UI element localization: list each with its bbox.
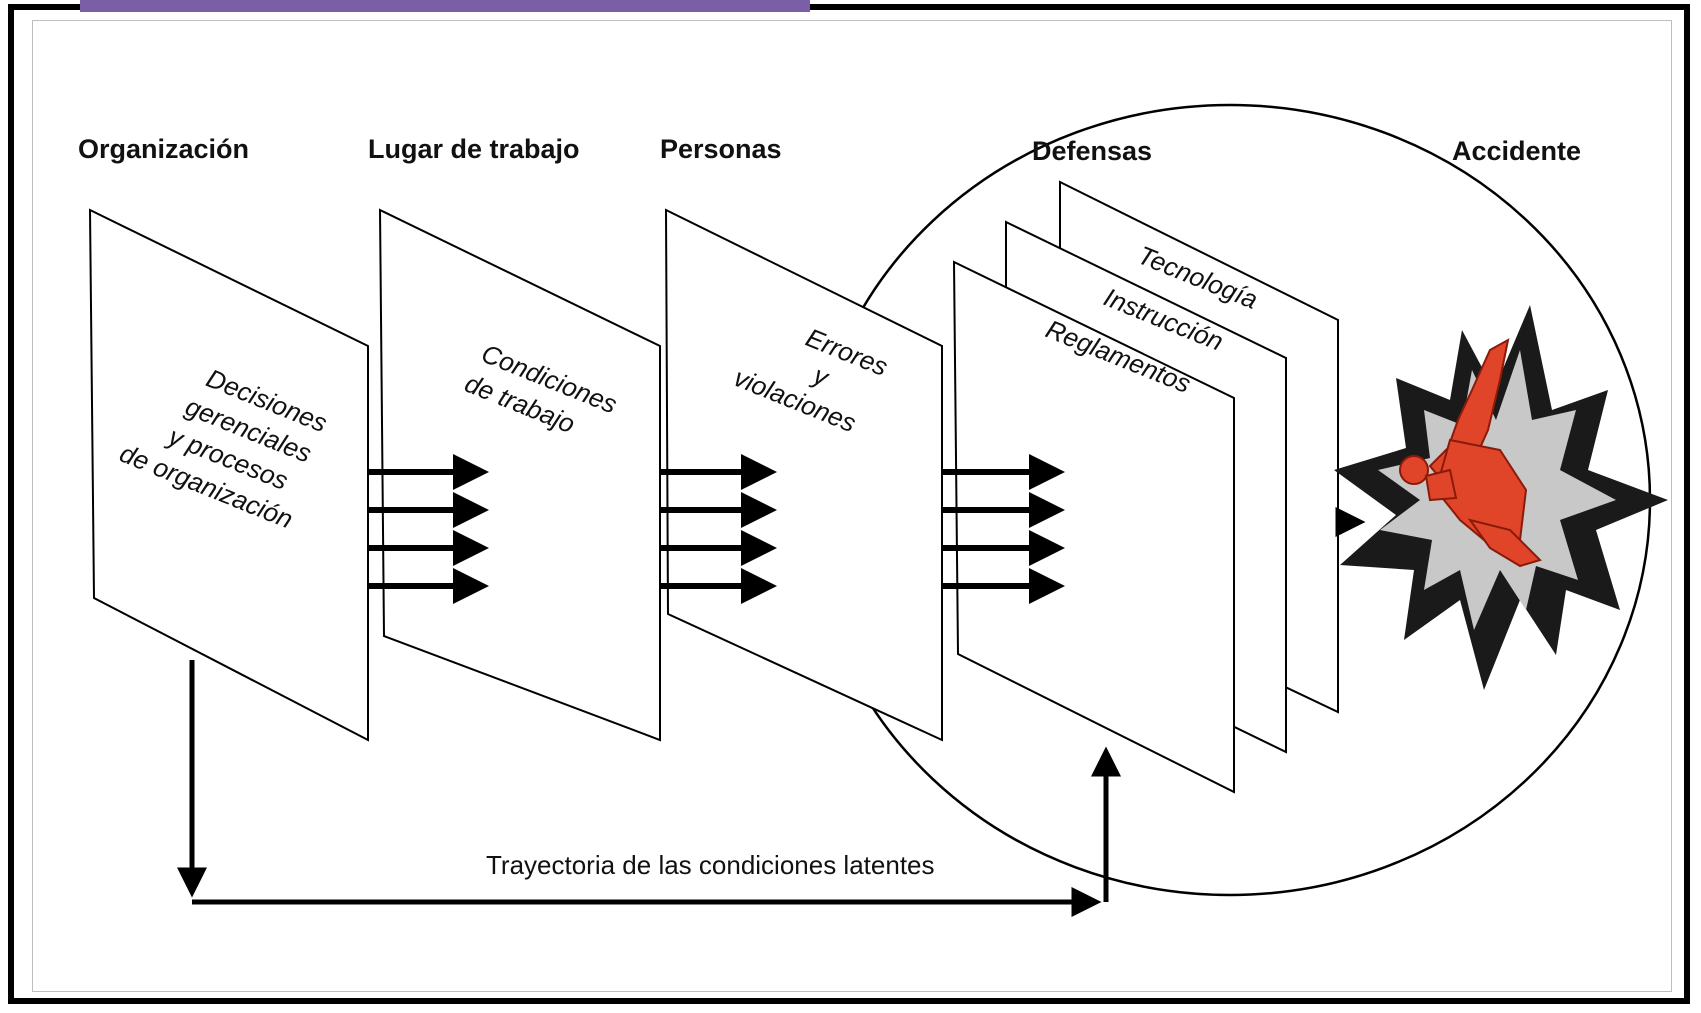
- arrows-lugar-personas: [660, 454, 777, 604]
- top-accent-bar: [80, 0, 810, 12]
- plane-lugar-trabajo: [378, 208, 661, 742]
- header-defensas: Defensas: [1032, 136, 1152, 166]
- header-lugar-trabajo: Lugar de trabajo: [368, 134, 580, 164]
- plane-organizacion: [88, 208, 369, 742]
- diagram-inner-border: [32, 20, 1672, 992]
- header-accidente: Accidente: [1452, 136, 1581, 166]
- trajectory-path: [177, 660, 1121, 917]
- trajectory-label: Trayectoria de las condiciones latentes: [486, 850, 935, 880]
- plane-personas: [664, 208, 943, 742]
- arrows-personas-defensas: [942, 454, 1065, 604]
- header-organizacion: Organización: [78, 134, 249, 164]
- arrows-organizacion-lugar: [368, 454, 489, 604]
- plane-reglamentos: [952, 260, 1235, 794]
- explosion-figure-icon: [1334, 305, 1668, 690]
- header-personas: Personas: [660, 134, 782, 164]
